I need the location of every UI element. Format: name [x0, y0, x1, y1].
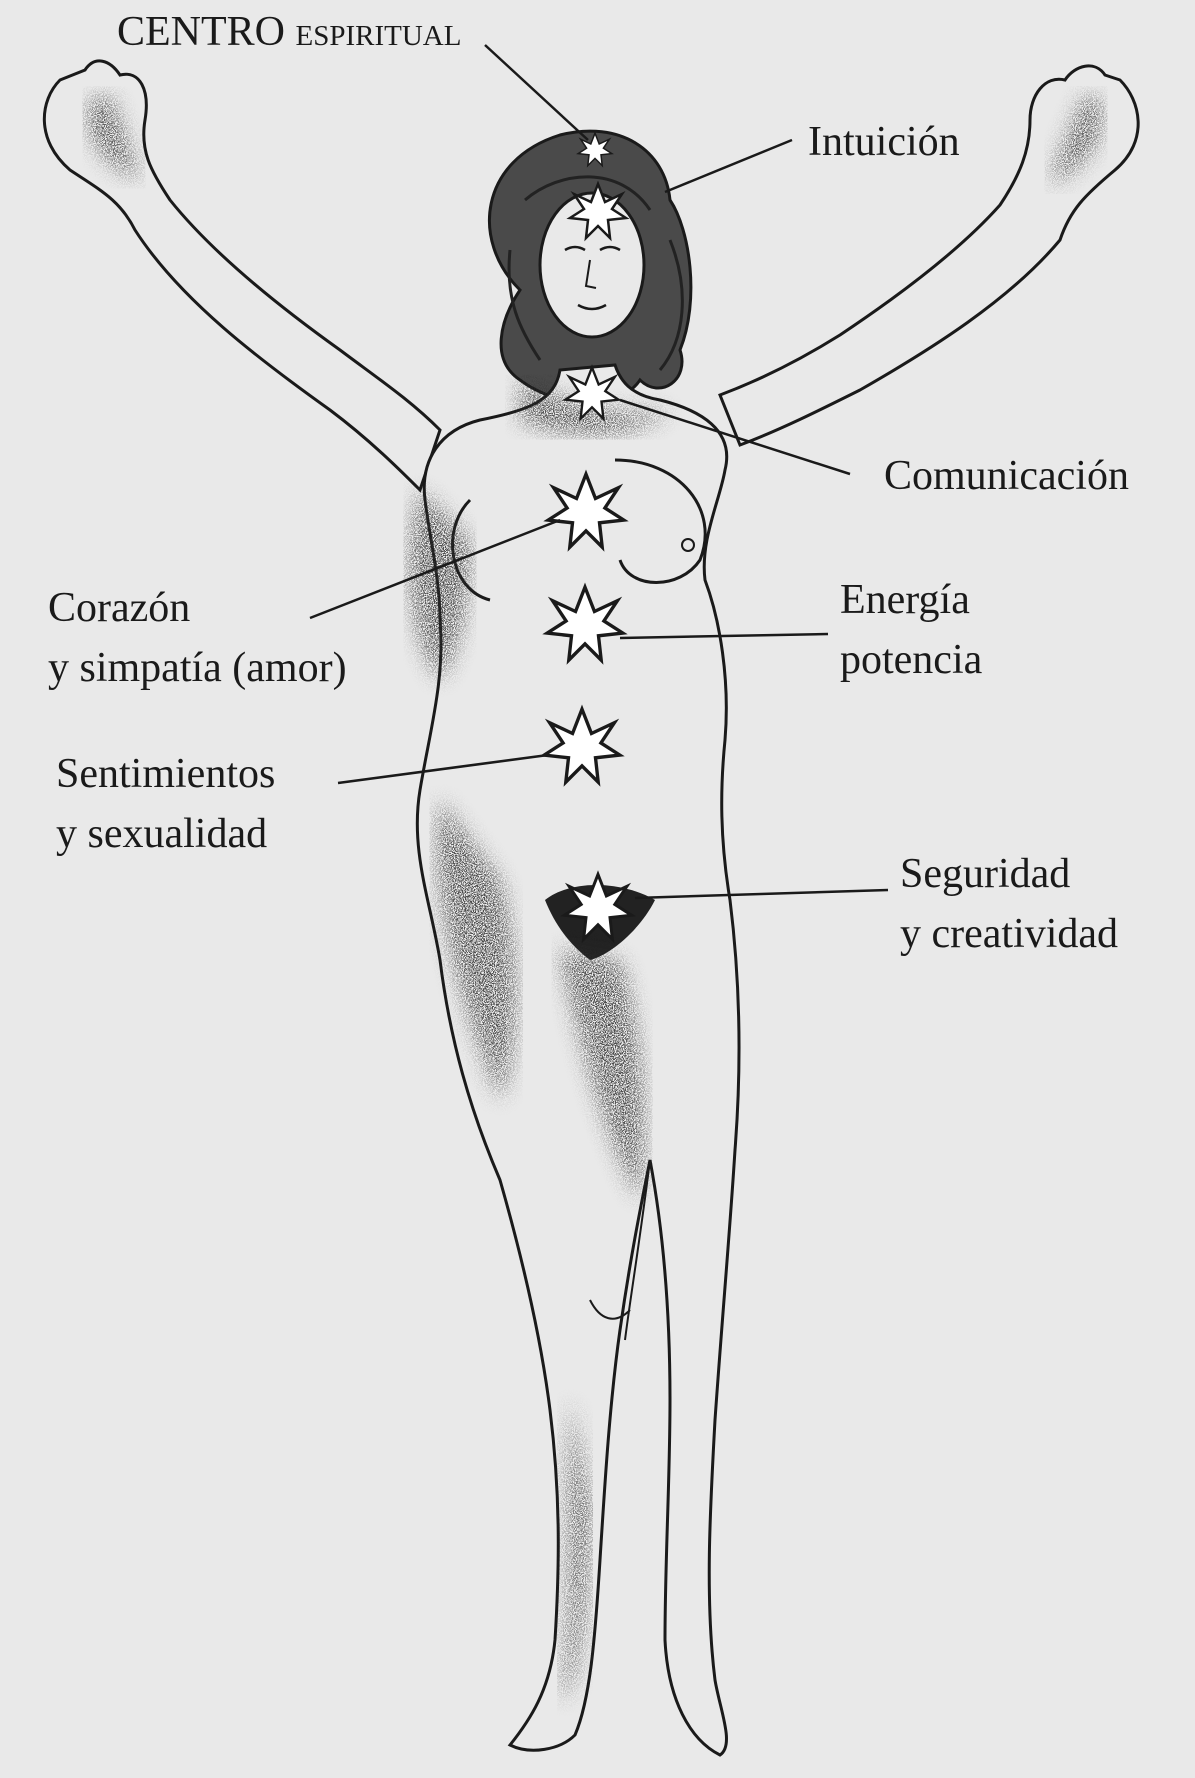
leader-line-intuicion — [665, 140, 792, 192]
label-corazon: Corazón y simpatía (amor) — [48, 578, 347, 698]
label-centro-espiritual: CENTRO espiritual — [117, 2, 461, 62]
label-energia: Energía potencia — [840, 570, 982, 690]
leader-line-centro — [485, 45, 588, 140]
label-intuicion: Intuición — [808, 112, 960, 172]
label-comunicacion: Comunicación — [884, 446, 1129, 506]
label-sentimientos: Sentimientos y sexualidad — [56, 744, 275, 864]
label-seguridad: Seguridad y creatividad — [900, 844, 1118, 964]
